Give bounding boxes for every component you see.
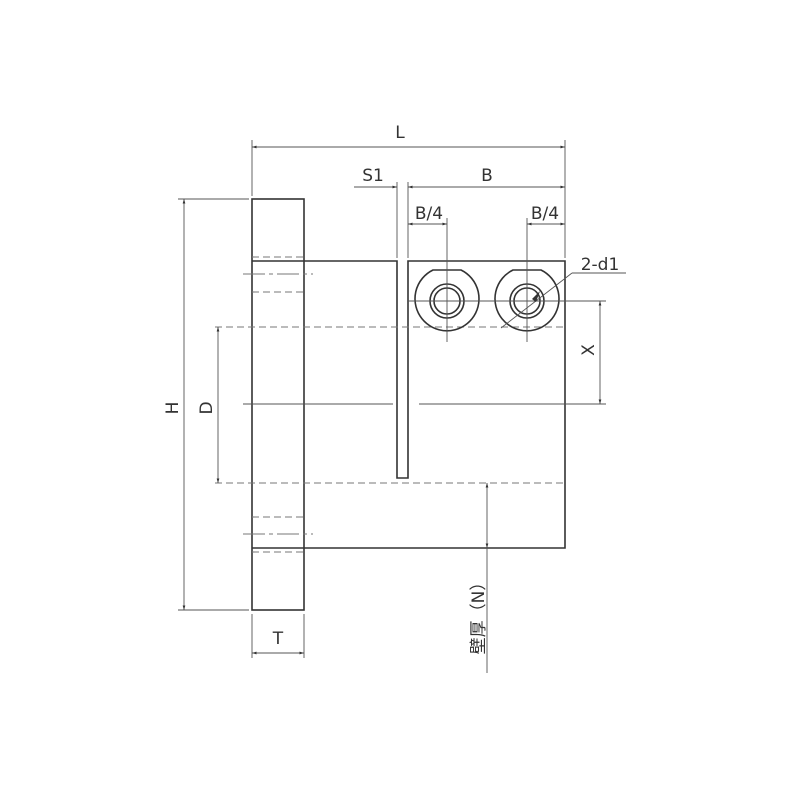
svg-text:S1: S1 xyxy=(362,166,384,186)
dimension-B4-right: B/4 xyxy=(526,204,565,262)
dimension-wall-thickness-N: 壁厚（N） xyxy=(469,483,489,673)
svg-text:B: B xyxy=(481,166,493,186)
svg-text:L: L xyxy=(395,123,405,143)
dimension-L: L xyxy=(251,123,566,258)
dimension-B4-left: B/4 xyxy=(408,204,448,262)
hole-left xyxy=(408,262,487,342)
svg-text:D: D xyxy=(197,401,217,414)
clamp-body xyxy=(304,260,566,549)
dimension-T: T xyxy=(251,614,305,658)
svg-text:H: H xyxy=(163,402,183,415)
dimension-H: H xyxy=(163,198,249,611)
svg-text:2-d1: 2-d1 xyxy=(581,255,620,275)
svg-text:T: T xyxy=(272,629,284,649)
dimension-hole-diameter: 2-d1 xyxy=(500,255,626,329)
svg-text:壁厚（N）: 壁厚（N） xyxy=(469,574,489,655)
svg-text:B/4: B/4 xyxy=(531,204,559,224)
dimension-D: D xyxy=(197,327,220,483)
svg-text:X: X xyxy=(579,344,599,356)
dimension-S1: S1 xyxy=(354,166,398,258)
svg-text:B/4: B/4 xyxy=(415,204,443,224)
dimension-X: X xyxy=(565,301,606,405)
flange-plate xyxy=(243,198,313,611)
dimension-B: B xyxy=(407,166,565,258)
